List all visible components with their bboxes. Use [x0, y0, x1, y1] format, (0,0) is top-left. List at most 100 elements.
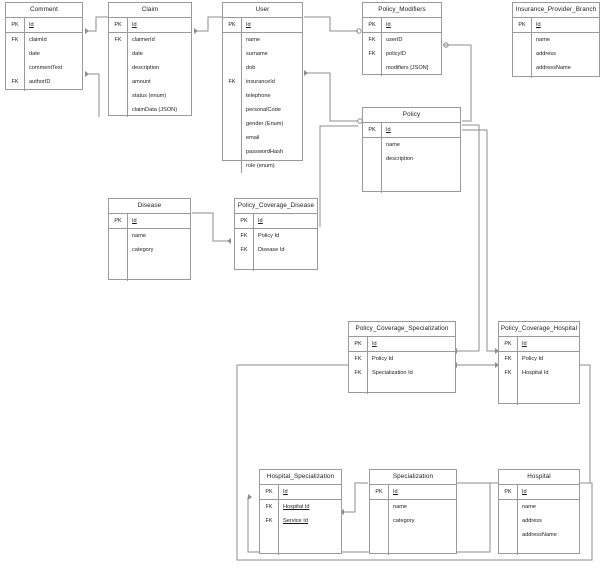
field-row[interactable]: telephone [223, 89, 302, 103]
field-row[interactable]: amount [109, 75, 191, 89]
field-key: PK [504, 489, 512, 495]
field-row[interactable]: description [109, 61, 191, 75]
field-row[interactable]: personalCode [223, 103, 302, 117]
entity-title-hospital: Hospital [499, 470, 579, 485]
field-row[interactable]: claimData (JSON) [109, 103, 191, 117]
entity-filler [388, 528, 456, 555]
field-name-text: Id [372, 341, 377, 347]
field-name: address [531, 47, 599, 61]
entity-filler [381, 166, 460, 193]
field-row[interactable]: name [363, 138, 460, 152]
field-row[interactable]: name [223, 33, 302, 47]
field-key: PK [375, 489, 383, 495]
field-name: Policy Id [253, 229, 317, 243]
field-name: name [241, 33, 302, 47]
field-row[interactable]: passwordHash [223, 145, 302, 159]
entity-title-insurance_provider_branch: Insurance_Provider_Branch [513, 3, 599, 18]
field-row[interactable]: description [363, 152, 460, 166]
field-name: commentText [24, 61, 82, 75]
field-row[interactable]: name [499, 500, 579, 514]
entity-filler [367, 380, 455, 394]
field-row[interactable]: date [6, 47, 82, 61]
field-name: Id [517, 337, 579, 351]
field-name: Policy Id [367, 352, 455, 366]
field-row[interactable]: category [109, 243, 190, 257]
field-name-text: name [246, 37, 260, 43]
field-row[interactable]: address [513, 47, 599, 61]
field-row[interactable]: commentText [6, 61, 82, 75]
field-row[interactable]: date [109, 47, 191, 61]
field-row[interactable]: dob [223, 61, 302, 75]
field-name-text: dob [246, 65, 256, 71]
field-name: Id [241, 18, 302, 32]
field-row[interactable]: name [370, 500, 456, 514]
field-key: FK [240, 247, 248, 253]
field-name-text: userID [386, 37, 403, 43]
field-name-text: Policy Id [258, 233, 280, 239]
field-row[interactable]: surname [223, 47, 302, 61]
field-name: date [24, 47, 82, 61]
field-row[interactable]: name [109, 229, 190, 243]
field-name: name [388, 500, 456, 514]
field-row[interactable]: category [370, 514, 456, 528]
field-key: PK [518, 22, 526, 28]
field-row[interactable]: addressName [499, 528, 579, 542]
field-name-text: Id [522, 341, 527, 347]
field-row[interactable]: email [223, 131, 302, 145]
field-name-text: Id [386, 127, 391, 133]
field-row[interactable]: status (enum) [109, 89, 191, 103]
field-row[interactable]: address [499, 514, 579, 528]
field-row[interactable]: gender (Enum) [223, 117, 302, 131]
field-row[interactable]: addressName [513, 61, 599, 75]
field-row[interactable]: role (enum) [223, 159, 302, 173]
field-name: claimerId [127, 33, 191, 47]
field-row[interactable]: modifiers [JSON] [363, 61, 441, 75]
field-name-text: name [393, 504, 407, 510]
field-row[interactable]: name [513, 33, 599, 47]
field-name-text: description [386, 156, 414, 162]
